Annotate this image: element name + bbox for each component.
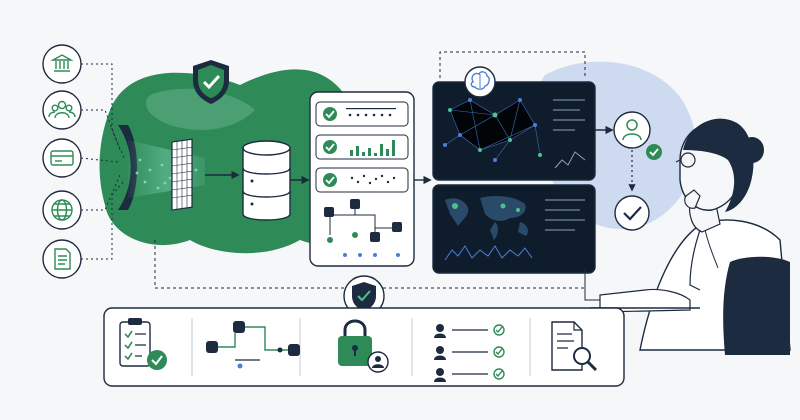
shield-check-icon (343, 275, 385, 317)
analyst-person (599, 118, 791, 351)
users-icon (42, 90, 82, 130)
user-approval-list-icon (434, 324, 505, 382)
validation-panel (309, 91, 415, 267)
person-verified-icon (613, 111, 662, 160)
data-flow-icon (206, 321, 300, 369)
governance-panel (103, 307, 625, 387)
office-chair (723, 256, 790, 355)
check-icon (323, 107, 337, 121)
check-icon (323, 173, 337, 187)
mini-scatter (350, 174, 396, 185)
padlock-user-icon (338, 319, 389, 373)
mini-flow (329, 205, 395, 238)
neural-network-panel (432, 81, 596, 181)
database-icon (242, 140, 291, 221)
check-circle-icon (614, 195, 650, 231)
source-icons (42, 44, 82, 279)
document-search-icon (551, 321, 598, 372)
document-icon (42, 239, 82, 279)
mini-bar-chart (350, 140, 395, 156)
credit-card-icon (42, 138, 82, 178)
filter-grid (171, 138, 193, 211)
checklist-icon (119, 318, 167, 370)
shield-check-icon (193, 60, 229, 104)
brain-icon (464, 66, 496, 98)
check-icon (323, 140, 337, 154)
bank-icon (42, 44, 82, 84)
world-map-panel (432, 184, 596, 274)
green-blob-light (146, 88, 255, 130)
